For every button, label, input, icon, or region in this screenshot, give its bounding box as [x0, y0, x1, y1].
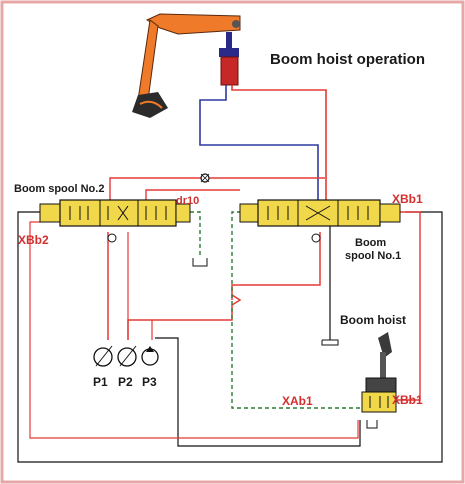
tank-icon-dr10 — [192, 258, 208, 267]
pressure-line-upper — [109, 177, 325, 210]
boom-cylinder-icon — [219, 32, 239, 86]
label-dr10: dr10 — [176, 195, 199, 207]
pressure-line-p2 — [127, 232, 321, 340]
label-boom-spool-1-line2: spool No.1 — [345, 250, 401, 262]
pressure-line-cylinder — [231, 85, 327, 210]
pilot-line-dr10 — [190, 211, 201, 255]
label-xab1: XAb1 — [282, 394, 313, 408]
check-valve-icon — [200, 173, 210, 183]
diagram-title: Boom hoist operation — [270, 51, 425, 68]
pilot-line-xbb2 — [29, 221, 359, 439]
pilot-line-xbb1 — [392, 211, 421, 401]
drain-line-p3 — [155, 337, 361, 447]
label-p3: P3 — [142, 375, 157, 389]
return-line — [199, 85, 319, 210]
label-xbb2: XBb2 — [18, 233, 49, 247]
pilot-line-xab1 — [231, 211, 360, 409]
label-p2: P2 — [118, 375, 133, 389]
label-boom-spool-2: Boom spool No.2 — [14, 183, 104, 195]
label-xbb1-top: XBb1 — [392, 192, 423, 206]
label-boom-hoist: Boom hoist — [340, 313, 406, 327]
spool-valve-icon — [39, 199, 191, 243]
label-p1: P1 — [93, 375, 108, 389]
joystick-icon — [361, 332, 397, 429]
pump-icon — [93, 345, 159, 367]
tank-icon — [321, 339, 339, 346]
excavator-boom-icon — [132, 13, 241, 118]
label-xbb1-bottom: XBb1 — [392, 393, 423, 407]
spool-valve-icon — [239, 199, 401, 243]
label-boom-spool-1-line1: Boom — [355, 237, 386, 249]
drain-line-outer — [17, 211, 443, 463]
